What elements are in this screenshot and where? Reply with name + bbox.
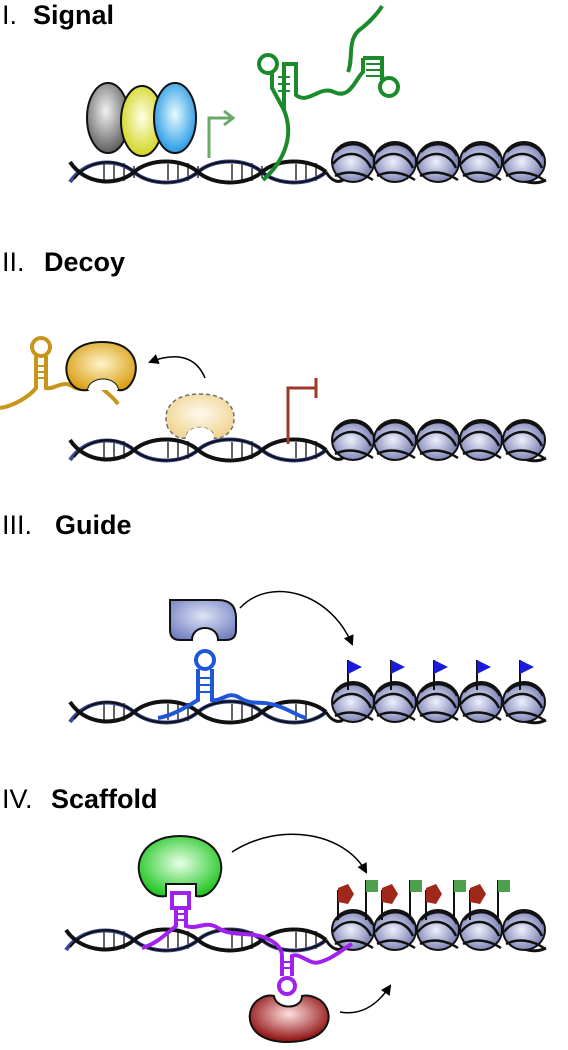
histone-marks: [337, 880, 510, 920]
nucleosome: [502, 141, 546, 183]
red-flag-icon: [425, 884, 442, 920]
panel-scaffold: IV. Scaffold: [2, 784, 547, 1044]
blue-flag-marks: [347, 660, 534, 690]
panel-numeral: III.: [2, 510, 32, 540]
blue-flag-icon: [476, 660, 491, 690]
nucleosome: [459, 909, 503, 951]
nucleosome: [502, 419, 546, 461]
nucleosome: [331, 419, 375, 461]
nucleosome: [459, 141, 503, 183]
nucleosome-array: [324, 909, 547, 953]
red-flag-icon: [337, 884, 354, 920]
nucleosome: [331, 681, 375, 723]
nucleosome: [416, 909, 460, 951]
nucleosome: [459, 419, 503, 461]
nucleosome: [373, 141, 417, 183]
nucleosome-array: [324, 141, 547, 185]
nucleosome: [416, 419, 460, 461]
repressor-mark-icon: [286, 378, 318, 444]
sequestered-protein: [65, 340, 137, 392]
blue-flag-icon: [519, 660, 534, 690]
nucleosome: [373, 419, 417, 461]
panel-numeral: II.: [2, 247, 25, 277]
dna-helix: [68, 437, 328, 463]
nucleosome-array: [324, 681, 547, 725]
green-recruitment-arrow: [231, 833, 367, 874]
nucleosome: [331, 909, 375, 951]
promoter-arrow-icon: [207, 109, 236, 158]
red-flag-icon: [381, 884, 398, 920]
protein-blue: [153, 82, 197, 154]
panel-title: Signal: [33, 0, 114, 30]
red-recruitment-arrow: [339, 984, 392, 1014]
nucleosome: [416, 141, 460, 183]
nucleosome: [373, 909, 417, 951]
release-arrow: [148, 354, 206, 379]
nucleosome: [373, 681, 417, 723]
guide-lncrna: [157, 649, 307, 720]
red-protein: [248, 994, 330, 1044]
panel-title: Decoy: [44, 247, 125, 277]
signal-lncrna: [257, 5, 400, 182]
green-flag-icon: [365, 880, 378, 920]
nucleosome: [331, 141, 375, 183]
nucleosome: [416, 681, 460, 723]
panel-title: Scaffold: [51, 784, 158, 814]
green-flag-icon: [453, 880, 466, 920]
red-flag-icon: [469, 884, 486, 920]
panel-guide: III. Guide: [2, 510, 547, 725]
panel-numeral: I.: [2, 0, 17, 30]
recruitment-arrow: [239, 590, 354, 646]
scaffold-lncrna: [141, 891, 353, 996]
displaced-factor-outline: [165, 393, 235, 440]
guide-protein: [169, 599, 237, 641]
panel-title: Guide: [55, 510, 132, 540]
dna-helix: [64, 927, 328, 953]
nucleosome-array: [324, 419, 547, 463]
dna-helix: [68, 159, 328, 185]
green-protein: [137, 834, 223, 898]
blue-flag-icon: [347, 660, 362, 690]
panel-decoy: II. Decoy: [0, 247, 547, 463]
green-flag-icon: [497, 880, 510, 920]
blue-flag-icon: [390, 660, 405, 690]
blue-flag-icon: [433, 660, 448, 690]
panel-signal: I. Signal: [2, 0, 547, 185]
nucleosome: [502, 681, 546, 723]
nucleosome: [459, 681, 503, 723]
green-flag-icon: [409, 880, 422, 920]
panel-numeral: IV.: [2, 784, 33, 814]
dna-helix: [68, 699, 328, 725]
nucleosome: [502, 909, 546, 951]
